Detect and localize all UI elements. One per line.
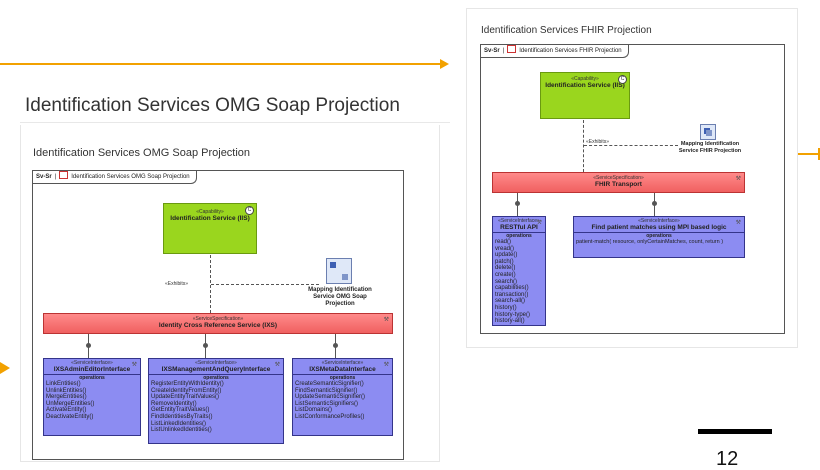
soap-title: Identification Services OMG Soap Project… [25, 95, 400, 116]
wrench-icon: ⚒ [131, 362, 137, 368]
soap-connector-knob-2 [203, 343, 208, 348]
left-flow-arrowhead [0, 362, 10, 374]
wrench-icon: ⚒ [383, 317, 389, 323]
operation: search() [495, 278, 518, 285]
operation: ListConformanceProfiles() [295, 413, 365, 420]
flow-arrow-line [0, 63, 440, 65]
capability-icon: C [245, 206, 254, 215]
soap-subtitle: Identification Services OMG Soap Project… [33, 147, 251, 159]
soap-interface-admin-editor[interactable]: «ServiceInterface»IXSAdminEditorInterfac… [43, 358, 141, 436]
wrench-icon: ⚒ [274, 362, 280, 368]
flow-arrowhead [440, 59, 449, 69]
fhir-mapping-label: Mapping Identification Service FHIR Proj… [678, 141, 742, 154]
operation: RegisterEntityWithIdentity() [151, 381, 224, 387]
fhir-exhibits-label: «Exhibits» [586, 139, 610, 145]
operation: update() [495, 252, 518, 259]
soap-exhibits-vertical [210, 255, 211, 313]
operation: create() [495, 271, 516, 278]
operation: UpdateEntityTraitValues() [151, 394, 220, 401]
operation: ListDomains() [295, 407, 333, 414]
soap-mapping-label: Mapping Identification Service OMG Soap … [308, 287, 372, 307]
operation: read() [495, 239, 512, 245]
page-number: 12 [716, 448, 739, 470]
operation: UnlinkEntities() [46, 387, 87, 394]
operation: vread() [495, 245, 515, 252]
fhir-title: Identification Services FHIR Projection [481, 25, 652, 36]
operation: capabilities() [495, 285, 529, 292]
operation: delete() [495, 265, 516, 272]
soap-exhibits-label: «Exhibits» [165, 281, 189, 287]
soap-connector-knob-3 [333, 343, 338, 348]
operation: DeactivateEntity() [46, 413, 94, 420]
capability-icon: C [618, 75, 627, 84]
soap-service-specification[interactable]: «ServiceSpecification» Identity Cross Re… [43, 313, 393, 334]
fhir-interface-mpi[interactable]: «ServiceInterface»Find patient matches u… [573, 216, 745, 258]
diagram-icon [507, 45, 517, 53]
operation: ListUnlinkedIdentities() [151, 427, 212, 434]
wrench-icon: ⚒ [383, 362, 389, 368]
fhir-exhibits-vertical [583, 120, 584, 172]
soap-interface-metadata[interactable]: «ServiceInterface»IXSMetaDataInterface o… [292, 358, 393, 436]
operation: history() [495, 304, 517, 311]
wrench-icon: ⚒ [735, 176, 741, 182]
operation: patient-match( resource, onlyCertainMatc… [576, 239, 724, 245]
operation: CreateIdentityFromEntity() [151, 387, 222, 394]
fhir-frame-tab: Sv-Sr|Identification Services FHIR Proje… [481, 45, 629, 58]
page-number-rule [698, 429, 772, 434]
operation: MergeEntities() [46, 394, 87, 401]
diagram-icon [59, 171, 69, 179]
operation: GetEntityTraitValues() [151, 407, 210, 414]
soap-frame-tab: Sv-Sr|Identification Services OMG Soap P… [33, 171, 197, 184]
fhir-connector-knob-1 [515, 201, 520, 206]
operation: UpdateSemanticSignifier() [295, 394, 366, 401]
soap-capability-block[interactable]: «Capability» Identification Service (IIS… [163, 203, 257, 254]
fhir-interface-restful-api[interactable]: «ServiceInterface»RESTful API operations… [492, 216, 546, 326]
mapping-document-icon [326, 258, 352, 284]
fhir-service-specification[interactable]: «ServiceSpecification» FHIR Transport ⚒ [492, 172, 745, 193]
operation: RemoveIdentity() [151, 400, 197, 407]
right-flow-arrow-tick [818, 148, 820, 160]
operation: history-type() [495, 311, 531, 318]
fhir-connector-knob-2 [652, 201, 657, 206]
fhir-exhibits-horizontal [584, 145, 678, 146]
operation: FindSemanticSignifier() [295, 387, 358, 394]
wrench-icon: ⚒ [735, 220, 741, 226]
wrench-icon: ⚒ [536, 220, 542, 226]
soap-title-underline [20, 122, 450, 123]
operation: transaction() [495, 291, 529, 298]
soap-connector-knob-1 [86, 343, 91, 348]
fhir-mapping-document-icon [700, 124, 716, 140]
operation: patch() [495, 258, 514, 265]
operation: UnMergeEntities() [46, 400, 95, 407]
operation: search-all() [495, 298, 526, 305]
fhir-capability-block[interactable]: «Capability» Identification Service (IIS… [540, 72, 630, 119]
operation: CreateSemanticSignifier() [295, 381, 364, 387]
operation: ListLinkedIdentities() [151, 420, 207, 427]
operation: ActivateEntity() [46, 407, 87, 414]
right-flow-arrow-line [796, 153, 820, 155]
soap-interface-management-query[interactable]: «ServiceInterface»IXSManagementAndQueryI… [148, 358, 284, 444]
soap-exhibits-horizontal [211, 284, 319, 285]
operation: ListSemanticSignifiers() [295, 400, 359, 407]
operation: LinkEntities() [46, 381, 81, 387]
operation: history-all() [495, 318, 525, 325]
operation: FindIdentitiesByTraits() [151, 413, 213, 420]
